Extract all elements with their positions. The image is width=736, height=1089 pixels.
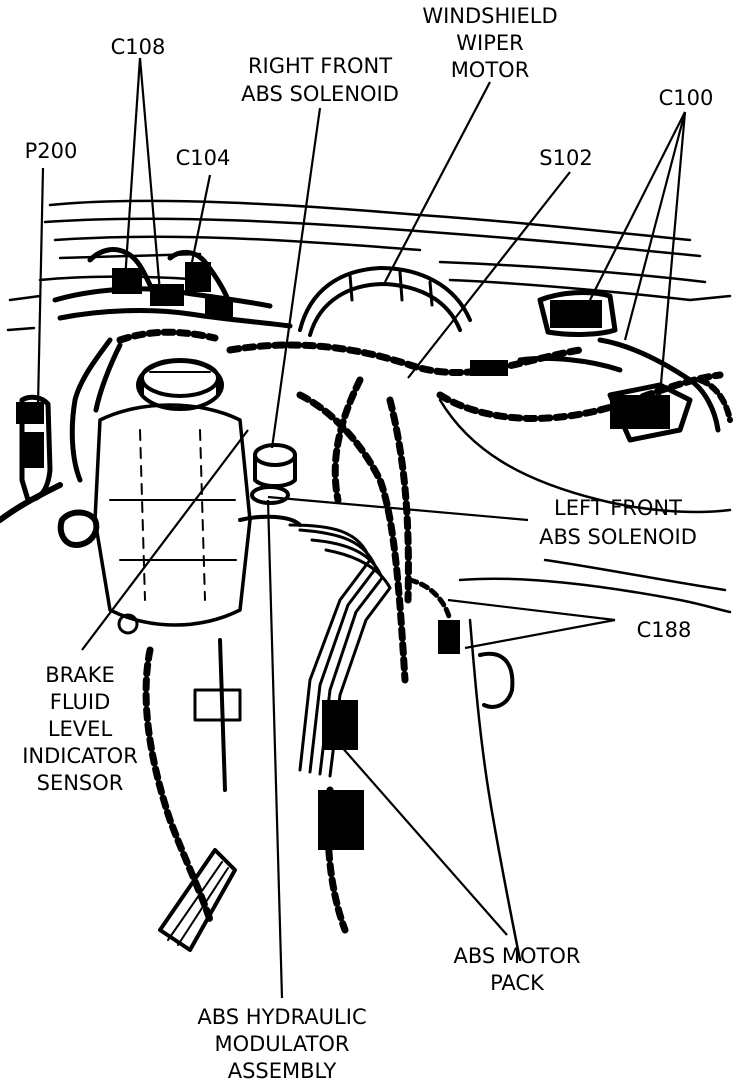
label-p200: P200 xyxy=(25,139,78,163)
label-right-front-abs-solenoid-line1: RIGHT FRONT xyxy=(248,54,392,78)
label-windshield-wiper-motor-line1: WINDSHIELD xyxy=(422,4,557,28)
label-right-front-abs-solenoid-line2: ABS SOLENOID xyxy=(241,82,399,106)
leader-windshield-wiper-motor xyxy=(384,81,491,283)
label-left-front-abs-solenoid-line2: ABS SOLENOID xyxy=(539,525,697,549)
label-s102: S102 xyxy=(539,146,592,170)
leader-p200 xyxy=(36,167,45,406)
leader-s102 xyxy=(407,171,571,379)
leader-c108-b xyxy=(138,57,162,293)
leader-c188-a xyxy=(447,598,616,622)
label-c188: C188 xyxy=(637,618,692,642)
label-c100: C100 xyxy=(659,86,714,110)
leader-c100-c xyxy=(658,111,687,396)
label-brake-fluid-sensor-line5: SENSOR xyxy=(37,771,124,795)
leader-c188-b xyxy=(464,618,616,650)
leader-c108-a xyxy=(123,57,142,281)
label-windshield-wiper-motor-line2: WIPER xyxy=(456,31,523,55)
leader-left-front-abs-solenoid xyxy=(267,495,529,522)
label-brake-fluid-sensor-line4: INDICATOR xyxy=(22,744,138,768)
callout-labels: C108 RIGHT FRONT ABS SOLENOID WINDSHIELD… xyxy=(22,4,713,1083)
label-c104: C104 xyxy=(176,146,231,170)
label-windshield-wiper-motor-line3: MOTOR xyxy=(451,58,530,82)
label-abs-hydraulic-modulator-line2: MODULATOR xyxy=(214,1032,349,1056)
leader-abs-hydraulic-modulator xyxy=(266,499,284,999)
label-left-front-abs-solenoid-line1: LEFT FRONT xyxy=(554,496,682,520)
leader-c100-b xyxy=(623,111,687,341)
engine-bay-drawing xyxy=(0,199,733,962)
leader-abs-motor-pack xyxy=(339,744,508,936)
label-brake-fluid-sensor-line3: LEVEL xyxy=(48,717,113,741)
label-abs-hydraulic-modulator-line3: ASSEMBLY xyxy=(228,1059,337,1083)
label-abs-hydraulic-modulator-line1: ABS HYDRAULIC xyxy=(197,1005,366,1029)
leader-c104 xyxy=(190,174,212,263)
leader-c100-a xyxy=(589,111,686,301)
label-abs-motor-pack-line2: PACK xyxy=(490,971,545,995)
leader-brake-fluid-level-sensor xyxy=(81,429,249,651)
label-brake-fluid-sensor-line1: BRAKE xyxy=(45,663,115,687)
leader-right-front-abs-solenoid xyxy=(270,107,322,449)
label-abs-motor-pack-line1: ABS MOTOR xyxy=(453,944,580,968)
label-c108: C108 xyxy=(111,35,166,59)
leader-lines xyxy=(36,57,687,999)
label-brake-fluid-sensor-line2: FLUID xyxy=(50,690,110,714)
